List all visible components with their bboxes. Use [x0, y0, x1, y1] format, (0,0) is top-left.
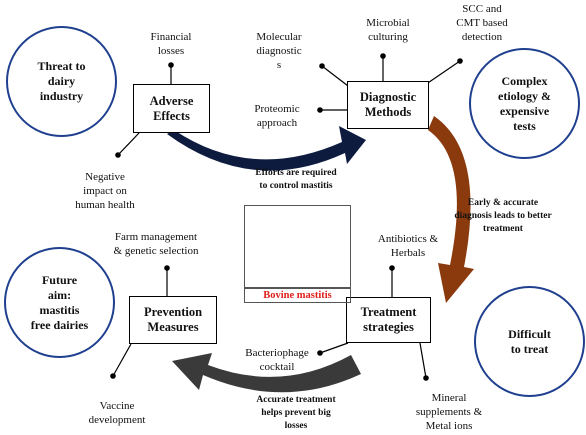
connector-dot — [389, 265, 395, 271]
label-vaccine-development: Vaccine development — [88, 400, 146, 426]
box-adverse-effects: Adverse Effects — [133, 84, 210, 133]
label-proteomic-approach: Proteomic approach — [254, 103, 300, 129]
label-farm-management: Farm management & genetic selection — [113, 231, 199, 257]
arrow-efforts — [167, 126, 366, 171]
connector-dot — [319, 63, 325, 69]
connector-dot — [380, 53, 386, 59]
connector-dot — [317, 107, 323, 113]
connector-mineral — [419, 342, 427, 379]
bovine-mastitis-caption: Bovine mastitis — [244, 288, 351, 303]
circle-future: Future aim: mastitis free dairies — [4, 247, 115, 358]
box-prevention-measures: Prevention Measures — [129, 296, 217, 344]
label-scc-cmt: SCC and CMT based detection — [456, 3, 508, 43]
connector-dot — [164, 265, 170, 271]
connector-dot — [317, 350, 323, 356]
label-early-diagnosis: Early & accurate diagnosis leads to bett… — [454, 198, 552, 234]
label-bacteriophage-cocktail: Bacteriophage cocktail — [245, 347, 309, 373]
connector-vaccine — [112, 343, 132, 377]
connector-dot — [110, 373, 116, 379]
label-molecular-diagnostics: Molecular diagnostic s — [256, 31, 302, 71]
circle-threat: Threat to dairy industry — [6, 26, 117, 137]
circle-complex: Complex etiology & expensive tests — [469, 48, 580, 159]
label-mineral-supplements: Mineral supplements & Metal ions — [415, 392, 483, 432]
label-antibiotics-herbals: Antibiotics & Herbals — [377, 233, 439, 259]
connector-bacteriophage — [319, 342, 349, 354]
connector-dot — [115, 152, 121, 158]
arrow-early — [428, 116, 474, 303]
label-financial-losses: Financial losses — [150, 31, 192, 57]
connector-negative — [117, 132, 140, 156]
arrow-accurate — [172, 353, 361, 393]
box-treatment-strategies: Treatment strategies — [346, 297, 431, 343]
cow-image-frame — [244, 205, 351, 288]
label-accurate-treatment: Accurate treatment helps prevent big los… — [256, 395, 336, 431]
label-efforts-required: Efforts are required to control mastitis — [255, 168, 337, 191]
box-diagnostic-methods: Diagnostic Methods — [347, 81, 429, 129]
circle-difficult: Difficult to treat — [474, 286, 585, 397]
label-negative-impact: Negative impact on human health — [75, 171, 135, 211]
connector-dot — [423, 375, 429, 381]
label-microbial-culturing: Microbial culturing — [366, 17, 410, 43]
connector-dot — [457, 58, 463, 64]
connector-dot — [168, 62, 174, 68]
